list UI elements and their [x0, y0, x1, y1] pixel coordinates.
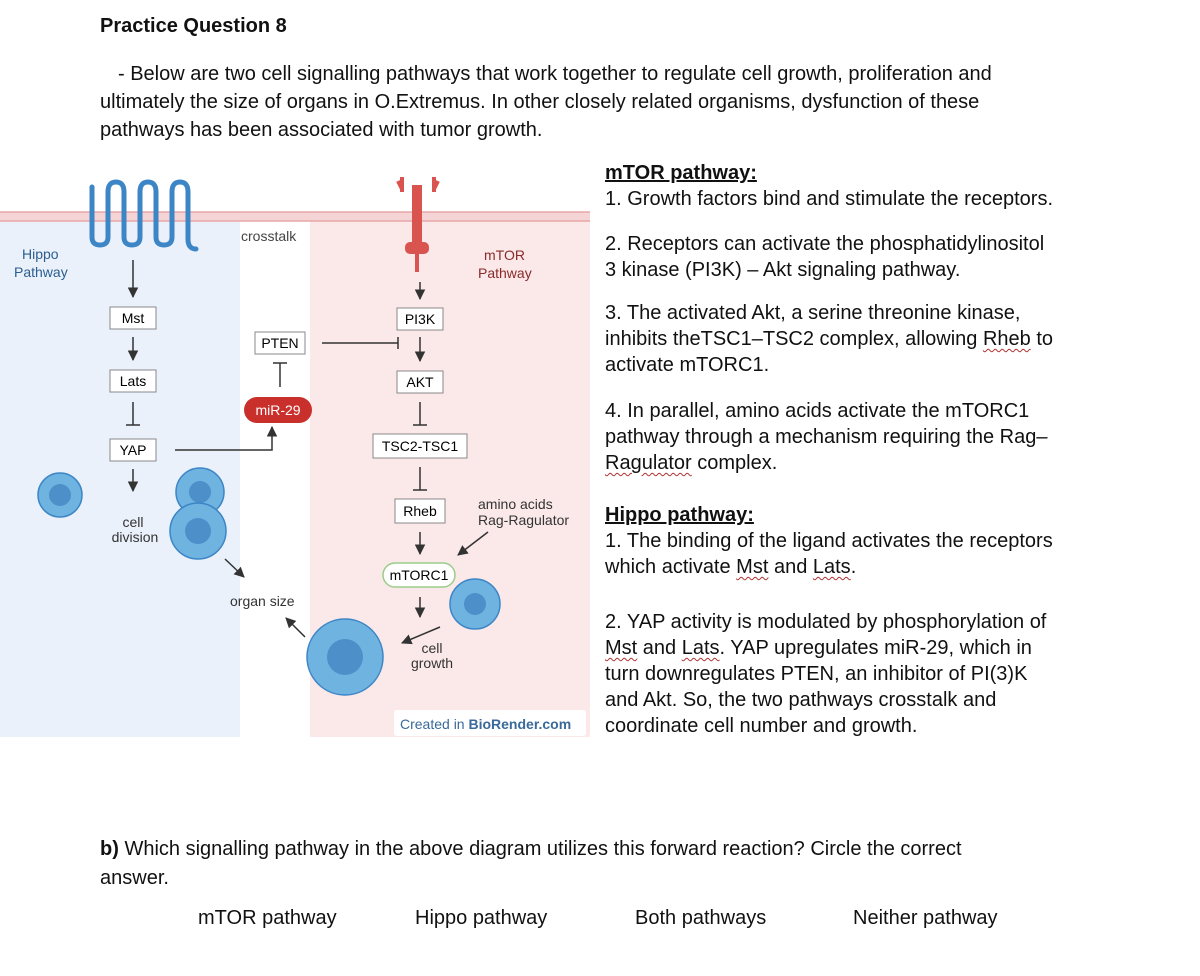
intro-line-2: ultimately the size of organs in O.Extre… [100, 91, 980, 113]
mtor-step-4-line-3: Ragulator complex. [605, 452, 778, 474]
amino-acids-label-1: amino acids [478, 496, 553, 512]
mtor-step-3-line-1: 3. The activated Akt, a serine threonine… [605, 302, 1021, 324]
cell-membrane [0, 212, 590, 221]
mtor-step-1: 1. Growth factors bind and stimulate the… [605, 188, 1053, 210]
hippo-receptor-icon [89, 179, 199, 252]
mir29-badge [244, 397, 312, 423]
large-cell-icon [306, 618, 384, 696]
question-b-line-1: b) Which signalling pathway in the above… [100, 838, 962, 860]
rheb-box [394, 498, 446, 524]
dividing-cell-icon [169, 467, 227, 560]
intro-line-1: - Below are two cell signalling pathways… [118, 63, 992, 85]
pten-box [254, 331, 306, 355]
mtorc1-badge [382, 562, 456, 588]
question-b: b) Which signalling pathway in the above… [100, 835, 1110, 893]
hippo-step-2-line-5: coordinate cell number and growth. [605, 715, 918, 737]
yap-label: YAP [120, 442, 147, 458]
tsc-box [372, 433, 468, 459]
cell-division-label-2: division [112, 529, 159, 545]
hippo-label-2: Pathway [14, 264, 68, 280]
hippo-step-2-line-2: Mst and Lats. YAP upregulates miR-29, wh… [605, 637, 1032, 659]
tsc-label: TSC2-TSC1 [382, 438, 458, 454]
growing-cell-icon [449, 578, 501, 630]
biorender-credit [394, 710, 586, 736]
hippo-heading: Hippo pathway: [605, 504, 754, 526]
mtorc1-label: mTORC1 [390, 567, 449, 583]
hippo-label-1: Hippo [22, 246, 59, 262]
mtor-step-2-line-2: 3 kinase (PI3K) – Akt signaling pathway. [605, 259, 961, 281]
mtor-description: mTOR pathway: 1. Growth factors bind and… [605, 160, 1195, 212]
mtor-step-2: 2. Receptors can activate the phosphatid… [605, 231, 1195, 283]
cell-division-label-1: cell [122, 514, 143, 530]
question-b-line-2: answer. [100, 867, 169, 889]
mtor-step-2-line-1: 2. Receptors can activate the phosphatid… [605, 233, 1045, 255]
hippo-step-2: 2. YAP activity is modulated by phosphor… [605, 609, 1195, 739]
hippo-description: Hippo pathway: 1. The binding of the lig… [605, 502, 1195, 580]
mtor-step-4-line-2: pathway through a mechanism requiring th… [605, 426, 1048, 448]
yap-box [109, 438, 157, 462]
mtor-heading: mTOR pathway: [605, 162, 757, 184]
mtor-step-3-line-2: inhibits theTSC1–TSC2 complex, allowing … [605, 328, 1054, 350]
lats-label: Lats [120, 373, 146, 389]
mtor-label-1: mTOR [484, 247, 525, 263]
mtor-label-2: Pathway [478, 265, 532, 281]
cell-growth-label-1: cell [421, 640, 442, 656]
pathway-diagram-svg: Hippo Pathway crosstalk mTOR Pathway Mst… [0, 177, 590, 737]
rheb-label: Rheb [403, 503, 437, 519]
hippo-step-2-line-1: 2. YAP activity is modulated by phosphor… [605, 611, 1047, 633]
organ-size-label: organ size [230, 593, 295, 609]
mtor-step-4: 4. In parallel, amino acids activate the… [605, 398, 1195, 476]
biorender-credit-text: Created in BioRender.com [400, 716, 571, 732]
hippo-step-2-line-3: turn downregulates PTEN, an inhibitor of… [605, 663, 1028, 685]
mtor-receptor-icon [396, 177, 440, 272]
akt-label: AKT [406, 374, 434, 390]
mir29-label: miR-29 [255, 402, 300, 418]
pi3k-box [396, 307, 444, 331]
pathway-diagram: Hippo Pathway crosstalk mTOR Pathway Mst… [0, 157, 590, 737]
mtor-step-4-line-1: 4. In parallel, amino acids activate the… [605, 400, 1030, 422]
cell-icon [37, 472, 83, 518]
mst-label: Mst [122, 310, 145, 326]
option-neither-pathway[interactable]: Neither pathway [853, 907, 998, 929]
akt-box [396, 370, 444, 394]
option-both-pathways[interactable]: Both pathways [635, 907, 767, 929]
amino-acids-label-2: Rag-Ragulator [478, 512, 569, 528]
option-hippo-pathway[interactable]: Hippo pathway [415, 907, 548, 929]
mst-box [109, 306, 157, 330]
pi3k-label: PI3K [405, 311, 436, 327]
hippo-step-2-line-4: and Akt. So, the two pathways crosstalk … [605, 689, 997, 711]
lats-box [109, 369, 157, 393]
cell-growth-label-2: growth [411, 655, 453, 671]
hippo-step-1-line-2: which activate Mst and Lats. [605, 556, 857, 578]
crosstalk-label: crosstalk [241, 228, 297, 244]
intro-line-3: pathways has been associated with tumor … [100, 119, 543, 141]
option-mtor-pathway[interactable]: mTOR pathway [198, 907, 337, 929]
hippo-step-1-line-1: 1. The binding of the ligand activates t… [605, 530, 1053, 552]
pten-label: PTEN [261, 335, 298, 351]
intro-paragraph: - Below are two cell signalling pathways… [100, 60, 1120, 144]
mtor-step-3-line-3: activate mTORC1. [605, 354, 770, 376]
question-title: Practice Question 8 [100, 15, 287, 37]
mtor-step-3: 3. The activated Akt, a serine threonine… [605, 300, 1195, 378]
